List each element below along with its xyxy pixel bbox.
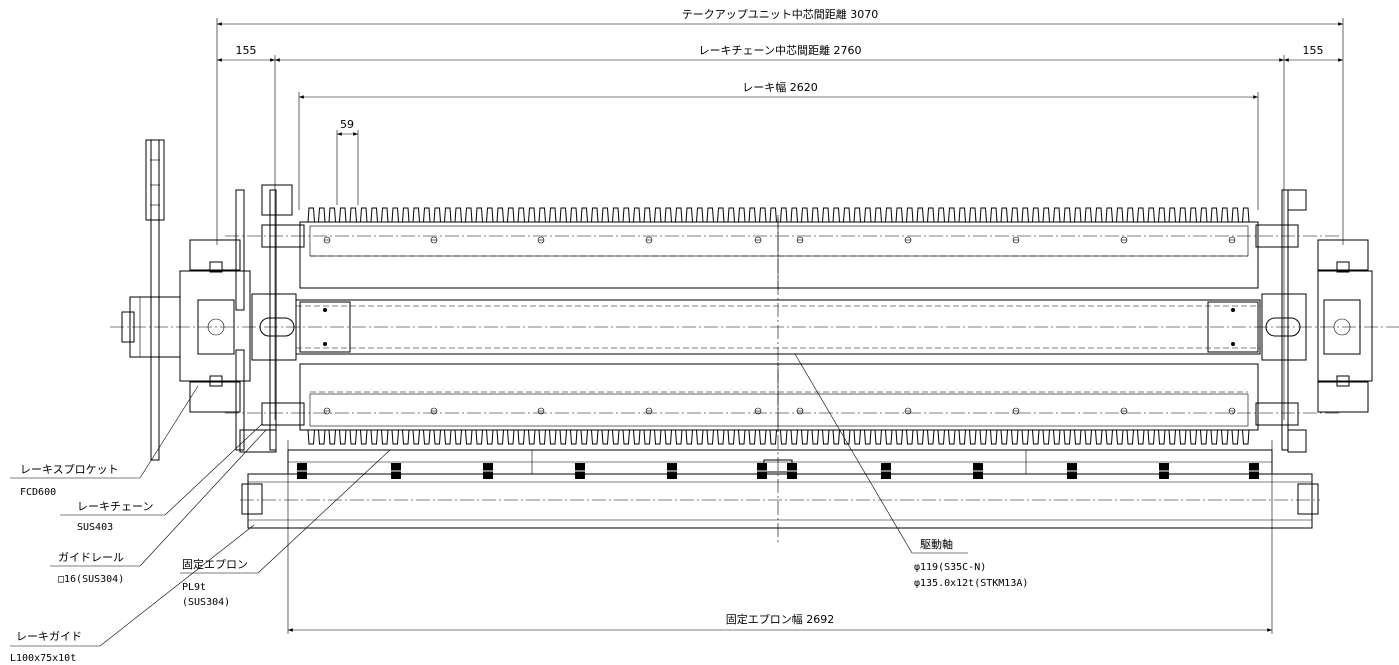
callout-drive-shaft-spec: φ119(S35C-N): [914, 562, 986, 573]
callout-fixed-apron-name: 固定エプロン: [182, 557, 248, 571]
dim-rake-chain-center: レーキチェーン中芯間距離 2760: [699, 43, 862, 57]
center-lines: [110, 215, 1399, 545]
upper-rake: [299, 207, 1259, 290]
rake-bolts: [323, 236, 1236, 415]
callout-sprocket-spec: FCD600: [20, 487, 56, 498]
callout-guide-rail-spec: □16(SUS304): [58, 574, 124, 585]
dim-rake-width: レーキ幅 2620: [742, 81, 818, 94]
callout-drive-shaft-spec2: φ135.0x12t(STKM13A): [914, 578, 1028, 589]
apron-bolts: [295, 463, 1261, 479]
dim-left-offset: 155: [236, 44, 257, 57]
callout-drive-shaft-name: 駆動軸: [920, 537, 953, 551]
callout-chain-spec: SUS403: [77, 522, 113, 533]
right-bearing-assembly: [1255, 189, 1373, 453]
callout-chain-name: レーキチェーン: [77, 500, 153, 513]
callout-rake-guide-name: レーキガイド: [16, 630, 82, 643]
dim-fixed-apron-width: 固定エプロン幅 2692: [726, 612, 835, 626]
dim-pitch: 59: [340, 118, 354, 131]
left-bearing-assembly: [121, 139, 305, 461]
callout-fixed-apron-spec: PL9t: [182, 582, 206, 593]
lower-rake: [299, 362, 1259, 445]
callout-rake-guide-spec: L100x75x10t: [10, 653, 76, 664]
callout-sprocket-name: レーキスプロケット: [20, 463, 119, 476]
dim-takeup-center: テークアップユニット中芯間距離 3070: [682, 7, 879, 21]
callout-fixed-apron-spec2: (SUS304): [182, 597, 230, 608]
fixed-apron: [241, 449, 1319, 529]
leader-lines: [10, 353, 968, 647]
dim-right-offset: 155: [1303, 44, 1324, 57]
dimension-lines: [216, 18, 1344, 634]
callout-guide-rail-name: ガイドレール: [58, 551, 124, 564]
